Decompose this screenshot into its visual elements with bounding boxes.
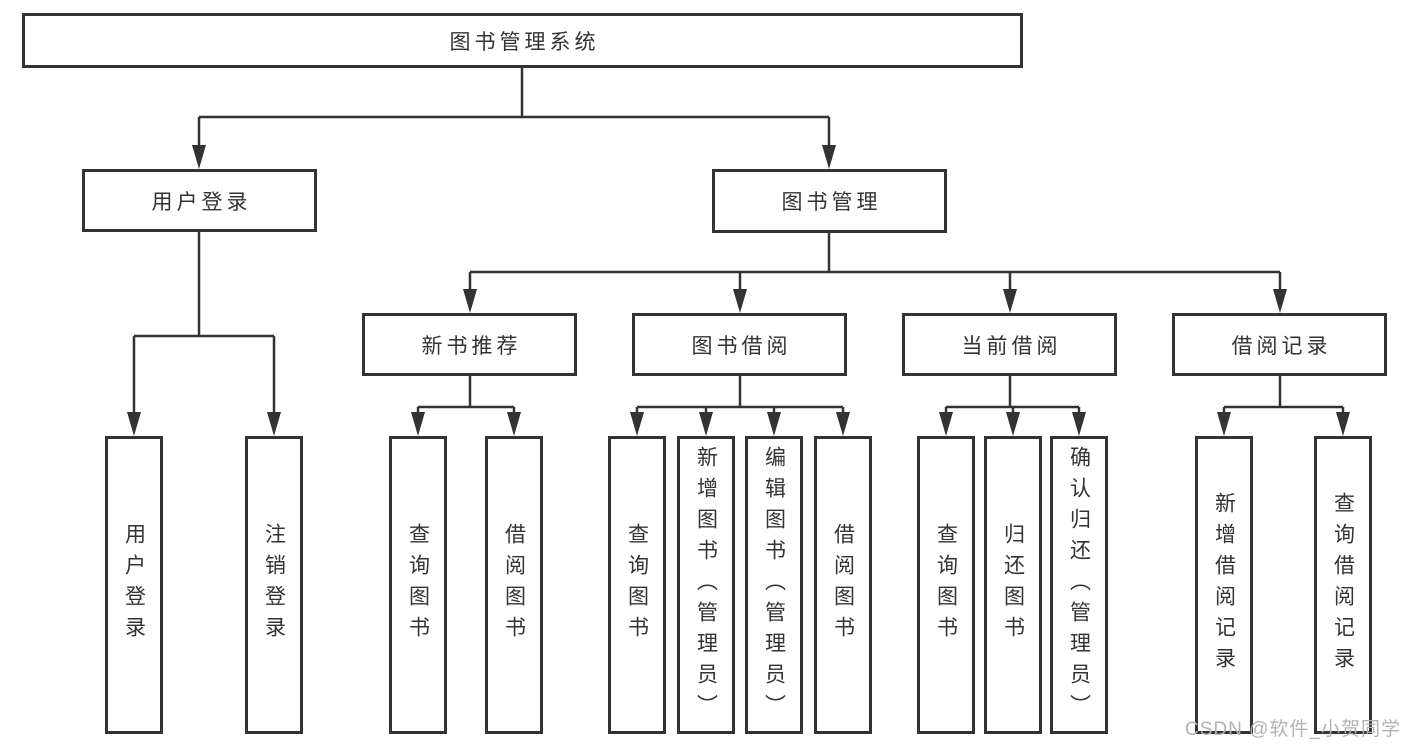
leaf-bb-query-books: 查询图书 <box>608 436 666 734</box>
connector-edges <box>132 68 1345 414</box>
leaf-label: 借阅图书 <box>502 523 526 647</box>
node-label: 当前借阅 <box>961 334 1062 358</box>
node-label: 用户登录 <box>151 190 252 214</box>
node-book-management: 图书管理 <box>712 169 947 233</box>
node-borrowing-records: 借阅记录 <box>1172 313 1387 376</box>
leaf-label: 借阅图书 <box>831 523 855 647</box>
leaf-nbr-query-books: 查询图书 <box>389 436 447 734</box>
leaf-label: 归还图书 <box>1001 523 1025 647</box>
leaf-cb-confirm-return-admin: 确认归还（管理员） <box>1050 436 1108 734</box>
leaf-label: 新增图书（管理员） <box>694 445 718 725</box>
leaf-label: 查询借阅记录 <box>1331 492 1355 678</box>
leaf-br-add-record: 新增借阅记录 <box>1195 436 1253 734</box>
node-library-system: 图书管理系统 <box>22 13 1023 68</box>
leaf-user-login: 用户登录 <box>105 436 163 734</box>
leaf-bb-borrow-books: 借阅图书 <box>814 436 872 734</box>
leaf-bb-add-book-admin: 新增图书（管理员） <box>677 436 735 734</box>
leaf-label: 编辑图书（管理员） <box>762 445 786 725</box>
leaf-label: 查询图书 <box>406 523 430 647</box>
arrowheads <box>127 145 1350 436</box>
leaf-nbr-borrow-books: 借阅图书 <box>485 436 543 734</box>
node-current-borrowing: 当前借阅 <box>902 313 1117 376</box>
leaf-label: 新增借阅记录 <box>1212 492 1236 678</box>
node-book-borrowing: 图书借阅 <box>632 313 847 376</box>
leaf-label: 查询图书 <box>934 523 958 647</box>
csdn-watermark: CSDN @软件_小贺同学 <box>1185 719 1401 740</box>
leaf-logout: 注销登录 <box>245 436 303 734</box>
leaf-cb-query-books: 查询图书 <box>917 436 975 734</box>
leaf-label: 查询图书 <box>625 523 649 647</box>
node-label: 图书借阅 <box>691 334 792 358</box>
leaf-cb-return-books: 归还图书 <box>984 436 1042 734</box>
leaf-br-query-record: 查询借阅记录 <box>1314 436 1372 734</box>
node-label: 图书管理 <box>781 191 882 214</box>
node-label: 借阅记录 <box>1231 334 1332 358</box>
node-new-book-recommendation: 新书推荐 <box>362 313 577 376</box>
leaf-label: 确认归还（管理员） <box>1067 445 1091 725</box>
node-label: 图书管理系统 <box>449 30 600 54</box>
leaf-label: 注销登录 <box>262 523 286 647</box>
leaf-bb-edit-book-admin: 编辑图书（管理员） <box>745 436 803 734</box>
node-label: 新书推荐 <box>421 334 522 358</box>
node-user-login: 用户登录 <box>82 169 317 232</box>
leaf-label: 用户登录 <box>122 523 146 647</box>
